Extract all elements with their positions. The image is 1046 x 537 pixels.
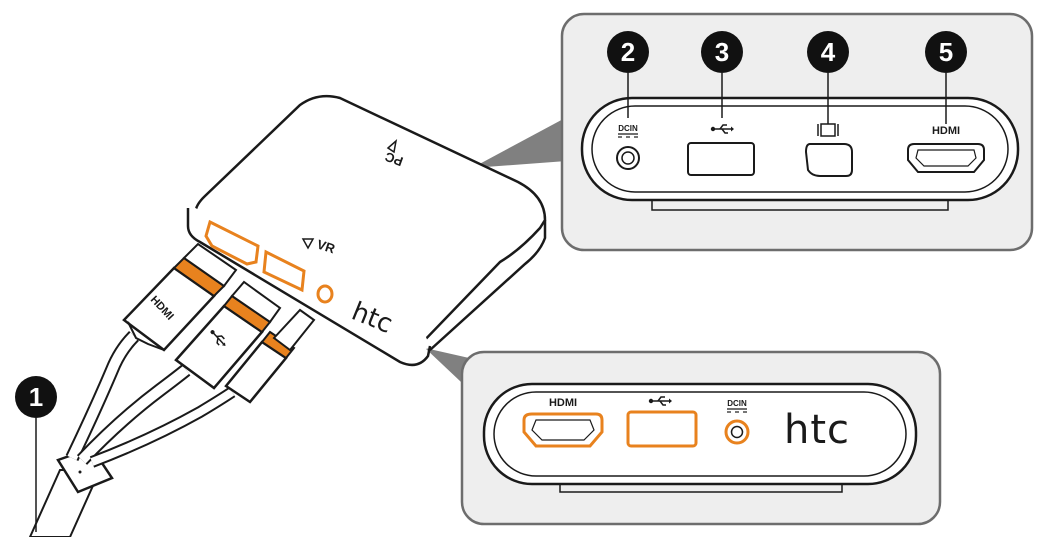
- callout-number-5: 5: [939, 37, 953, 67]
- pc-arrow-icon: [386, 139, 398, 154]
- vr-hdmi-port: [522, 412, 604, 448]
- vr-usb-port: [626, 410, 698, 448]
- callout-badge-4: [807, 31, 849, 73]
- device-hdmi-port: [204, 219, 260, 266]
- callout-wedge-pc: [472, 110, 580, 168]
- device-dc-port: [316, 284, 334, 304]
- vr-side-panel: HDMI DCIN htc: [460, 350, 942, 526]
- pc-hdmi-label: HDMI: [932, 125, 960, 137]
- callout-number-1: 1: [29, 382, 43, 412]
- pc-label: PC: [382, 149, 405, 169]
- pc-displayport-icon: [817, 123, 839, 137]
- vr-arrow-icon: [301, 238, 315, 250]
- dc-cable-connector: [224, 308, 316, 404]
- vr-hdmi-label: HDMI: [549, 397, 577, 409]
- callout-number-2: 2: [621, 37, 635, 67]
- callout-badge-3: [701, 31, 743, 73]
- usb-cable-connector: [174, 280, 282, 390]
- pc-dcin-label: DCIN: [618, 124, 638, 133]
- pc-side-panel: 2 3 4 5 DCIN: [560, 12, 1034, 252]
- vr-dcin-label: DCIN: [727, 399, 747, 408]
- hdmi-cable-connector: HDMI: [122, 242, 238, 352]
- callout-number-4: 4: [821, 37, 836, 67]
- link-box: PC VR htc: [186, 94, 547, 367]
- device-usb-port: [262, 249, 306, 293]
- cable-usb-icon: [210, 330, 226, 347]
- pc-hdmi-port: [907, 143, 985, 173]
- vr-brand: htc: [784, 407, 850, 453]
- callout-badge-1: [15, 376, 57, 418]
- pc-usb-port: [687, 142, 755, 176]
- vr-label: VR: [315, 237, 337, 257]
- callout-badge-5: [925, 31, 967, 73]
- pc-displayport-port: [804, 143, 853, 177]
- pc-usb-icon: [710, 124, 734, 134]
- cable-bundle: HDMI: [28, 242, 316, 537]
- callout-number-3: 3: [715, 37, 729, 67]
- callout-badge-2: [607, 31, 649, 73]
- vr-usb-icon: [648, 396, 672, 406]
